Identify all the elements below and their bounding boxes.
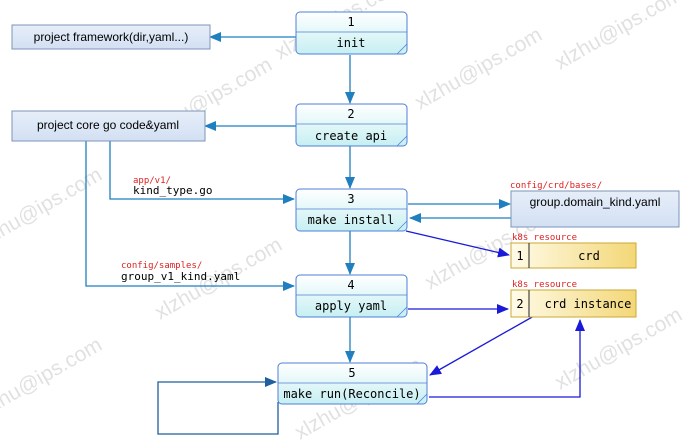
crd-resource-caption: k8s resource [512,233,577,243]
step-boxes: 1 init 2 create api 3 make install 4 app… [277,11,428,405]
samples-file-label: group_v1_kind.yaml [121,270,240,283]
core-code-box: project core go code&yaml [11,110,206,142]
watermark-text: xlzhu@ips.com [0,163,106,254]
arrow-core-to-apply-yaml [85,141,295,291]
framework-box: project framework(dir,yaml...) [11,24,211,50]
crd-instance-label: crd instance [545,297,632,311]
app-path-label: app/v1/ [133,176,171,186]
crd-instance-resource: k8s resource 2 crd instance [510,280,637,318]
step-3-label: make install [308,213,395,227]
arrow-make-install-to-crd [405,230,510,258]
group-yaml-box-label: group.domain_kind.yaml [530,195,661,209]
step-2-box: 2 create api [295,103,408,147]
framework-box-label: project framework(dir,yaml...) [34,30,189,44]
crd-instance-caption: k8s resource [512,280,577,290]
watermark-text: xlzhu@ips.com [551,0,686,74]
app-file-label: kind_type.go [133,184,212,197]
core-code-box-label: project core go code&yaml [37,118,179,132]
step-1-label: init [337,36,366,50]
crd-resource-label: crd [578,249,600,263]
crd-bases-path-label: config/crd/bases/ [510,181,602,191]
step-3-number: 3 [347,192,354,206]
file-labels: app/v1/ kind_type.go config/samples/ gro… [121,176,602,283]
connectors [85,32,585,435]
watermark-text: xlzhu@ips.com [0,333,106,424]
arrow-crd-instance-to-run [429,315,535,376]
step-5-number: 5 [348,366,355,380]
samples-path-label: config/samples/ [121,261,202,271]
crd-resource-number: 1 [516,249,523,263]
step-5-box: 5 make run(Reconcile) [277,362,428,405]
watermark-text: xlzhu@ips.com [411,23,546,114]
step-2-label: create api [315,129,387,143]
crd-resource: k8s resource 1 crd [510,233,637,269]
group-yaml-box: group.domain_kind.yaml [510,190,680,228]
step-2-number: 2 [347,107,354,121]
step-5-label: make run(Reconcile) [283,387,420,401]
step-4-label: apply yaml [315,299,387,313]
crd-instance-number: 2 [516,297,523,311]
step-4-number: 4 [347,278,354,292]
arrow-core-to-make-install [109,141,295,204]
step-4-box: 4 apply yaml [295,274,408,318]
step-3-box: 3 make install [295,188,408,232]
step-1-box: 1 init [295,11,408,55]
arrow-run-to-crd-instance [429,319,585,398]
arrow-reconcile-loop [157,377,279,435]
step-1-number: 1 [347,15,354,29]
